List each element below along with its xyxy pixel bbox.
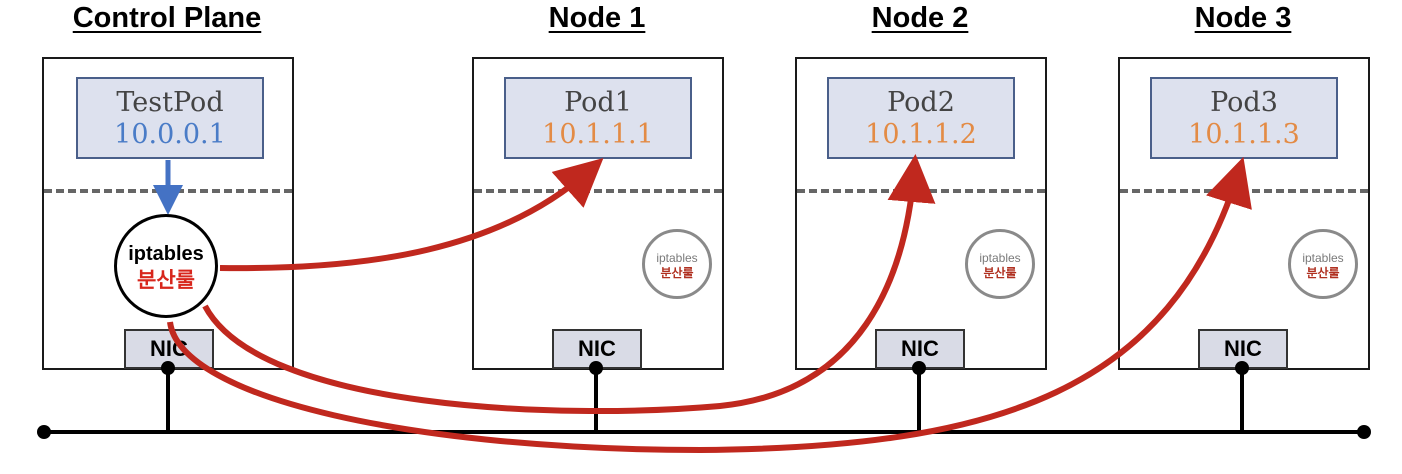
arrow-to-pod1 — [219, 158, 604, 272]
pod2-name: Pod2 — [887, 87, 955, 118]
rule-label: 분산룰 — [1306, 266, 1340, 280]
control-plane-iptables: iptables 분산룰 — [114, 214, 218, 318]
node1-nic: NIC — [552, 329, 642, 369]
pod1-ip: 10.1.1.1 — [542, 119, 654, 150]
pod2: Pod2 10.1.1.2 — [827, 77, 1015, 159]
arrow-to-pod3 — [167, 156, 1252, 454]
node1-heading: Node 1 — [548, 2, 646, 34]
pod3-ip: 10.1.1.3 — [1188, 119, 1300, 150]
rule-label: 분산룰 — [983, 266, 1017, 280]
iptables-label: iptables — [1302, 251, 1344, 265]
nic-connectors — [166, 368, 1244, 432]
control-plane-heading: Control Plane — [72, 2, 262, 34]
test-pod-ip: 10.0.0.1 — [114, 119, 226, 150]
iptables-label: iptables — [979, 251, 1021, 265]
rule-label: 분산룰 — [137, 269, 195, 292]
rule-label: 분산룰 — [660, 266, 694, 280]
node1-iptables: iptables 분산룰 — [642, 229, 712, 299]
nic-connector-dots — [161, 361, 1249, 375]
node3-heading: Node 3 — [1194, 2, 1292, 34]
pod3-name: Pod3 — [1210, 87, 1278, 118]
node3-iptables: iptables 분산룰 — [1288, 229, 1358, 299]
arrow-to-pod2 — [202, 154, 936, 414]
node2-heading: Node 2 — [871, 2, 969, 34]
pod1-name: Pod1 — [564, 87, 632, 118]
iptables-label: iptables — [128, 243, 204, 265]
test-pod-name: TestPod — [116, 87, 224, 118]
iptables-label: iptables — [656, 251, 698, 265]
node2-iptables: iptables 분산룰 — [965, 229, 1035, 299]
pod1: Pod1 10.1.1.1 — [504, 77, 692, 159]
bus-endpoint-left — [37, 425, 51, 439]
node2-box: Pod2 10.1.1.2 iptables 분산룰 NIC — [795, 57, 1047, 370]
bus-endpoint-right — [1357, 425, 1371, 439]
test-pod: TestPod 10.0.0.1 — [76, 77, 264, 159]
pod2-ip: 10.1.1.2 — [865, 119, 977, 150]
